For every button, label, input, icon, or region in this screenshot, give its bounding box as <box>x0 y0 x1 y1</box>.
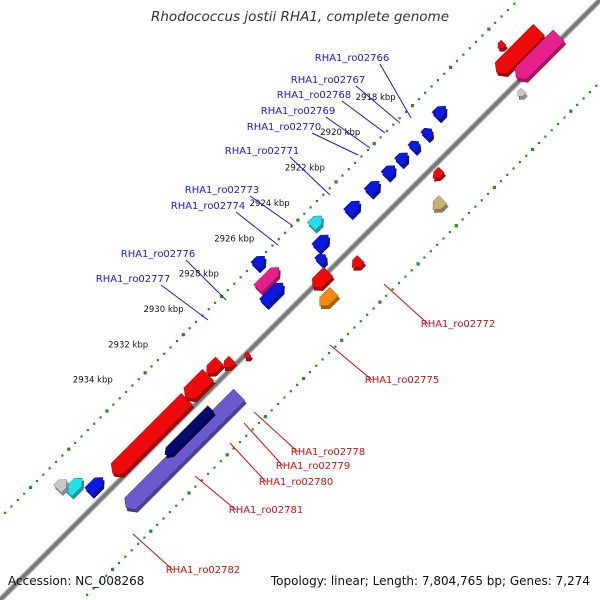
reverse-gene-label: RHA1_ro02782 <box>166 565 241 576</box>
map-title: Rhodococcus jostii RHA1, complete genome <box>151 9 449 25</box>
forward-gene-arrow <box>431 105 448 124</box>
forward-gene-leader <box>185 259 227 301</box>
kbp-tick-label: 2926 kbp <box>214 234 254 244</box>
forward-gene-arrow <box>84 477 105 499</box>
forward-gene-label: RHA1_ro02777 <box>96 274 171 285</box>
reverse-gene-leader <box>243 422 284 467</box>
reverse-gene-arrow <box>206 356 226 377</box>
kbp-tick-label: 2932 kbp <box>108 340 148 350</box>
forward-gene-arrow <box>63 477 84 500</box>
reverse-gene-leader <box>229 442 267 483</box>
forward-gene-leader <box>160 284 209 321</box>
forward-gene-arrow <box>258 282 285 311</box>
accession-label: Accession: NC_008268 <box>8 574 145 588</box>
forward-gene-arrow <box>311 234 331 255</box>
reverse-gene-label: RHA1_ro02775 <box>365 375 440 386</box>
reverse-gene-arrow <box>183 368 216 403</box>
kbp-tick-label: 2930 kbp <box>143 305 183 315</box>
reverse-gene-label: RHA1_ro02779 <box>276 461 351 472</box>
forward-gene-leader <box>235 211 279 246</box>
forward-gene-arrow <box>253 267 281 296</box>
kbp-tick-label: 2934 kbp <box>73 376 113 386</box>
reverse-gene-arrow <box>497 39 508 52</box>
kbp-tick-label: 2928 kbp <box>179 270 219 280</box>
reverse-gene-arrow <box>110 392 195 478</box>
forward-gene-leader <box>325 116 371 149</box>
kbp-tick-label: 2918 kbp <box>356 93 396 103</box>
reverse-gene-leader <box>383 283 429 325</box>
reverse-gene-leader <box>329 344 373 381</box>
forward-gene-arrow <box>53 479 69 497</box>
forward-gene-label: RHA1_ro02769 <box>261 106 336 117</box>
forward-gene-leader <box>379 63 412 119</box>
forward-gene-label: RHA1_ro02774 <box>171 201 246 212</box>
reverse-gene-arrow <box>514 29 567 83</box>
forward-gene-leader <box>355 85 401 124</box>
reverse-gene-arrow <box>319 286 341 309</box>
reverse-gene-arrow <box>312 266 335 291</box>
reverse-gene-label: RHA1_ro02781 <box>229 505 304 516</box>
kbp-tick-label: 2922 kbp <box>285 164 325 174</box>
reverse-track-dots <box>86 84 598 596</box>
reverse-gene-arrow <box>517 87 528 100</box>
reverse-gene-label: RHA1_ro02780 <box>259 477 334 488</box>
forward-gene-arrow <box>250 255 267 274</box>
forward-gene-label: RHA1_ro02770 <box>247 122 322 133</box>
forward-gene-leader <box>341 100 386 134</box>
kbp-tick-label: 2924 kbp <box>250 199 290 209</box>
forward-gene-label: RHA1_ro02768 <box>277 90 352 101</box>
forward-gene-label: RHA1_ro02766 <box>315 53 390 64</box>
reverse-gene-leader <box>132 533 174 571</box>
reverse-gene-label: RHA1_ro02772 <box>421 319 496 330</box>
reverse-gene-arrow <box>244 351 254 362</box>
reverse-gene-label: RHA1_ro02778 <box>291 447 366 458</box>
forward-gene-arrow <box>314 253 328 270</box>
forward-gene-label: RHA1_ro02776 <box>121 249 196 260</box>
reverse-gene-arrow <box>432 195 449 213</box>
forward-gene-arrow <box>363 180 381 200</box>
reverse-gene-arrow <box>494 23 547 77</box>
forward-gene-label: RHA1_ro02771 <box>225 146 300 157</box>
forward-gene-arrow <box>407 140 422 156</box>
kbp-tick-label: 2920 kbp <box>320 128 360 138</box>
forward-track-dots <box>4 2 516 514</box>
forward-gene-arrow <box>420 127 434 144</box>
reverse-gene-arrow <box>352 255 367 271</box>
forward-gene-arrow <box>380 165 397 183</box>
forward-gene-leader <box>249 195 294 227</box>
reverse-gene-leader <box>194 475 237 511</box>
reverse-gene-arrow <box>164 405 216 459</box>
forward-gene-label: RHA1_ro02767 <box>291 75 366 86</box>
reverse-gene-arrow <box>432 166 447 182</box>
topology-label: Topology: linear; Length: 7,804,765 bp; … <box>270 574 590 588</box>
forward-gene-label: RHA1_ro02773 <box>185 185 260 196</box>
forward-gene-arrow <box>307 215 324 234</box>
reverse-gene-leader <box>253 411 299 453</box>
reverse-gene-arrow <box>223 355 238 372</box>
forward-gene-leader <box>289 156 331 196</box>
forward-gene-arrow <box>394 152 410 170</box>
forward-gene-arrow <box>343 200 362 221</box>
forward-gene-leader <box>311 132 359 156</box>
